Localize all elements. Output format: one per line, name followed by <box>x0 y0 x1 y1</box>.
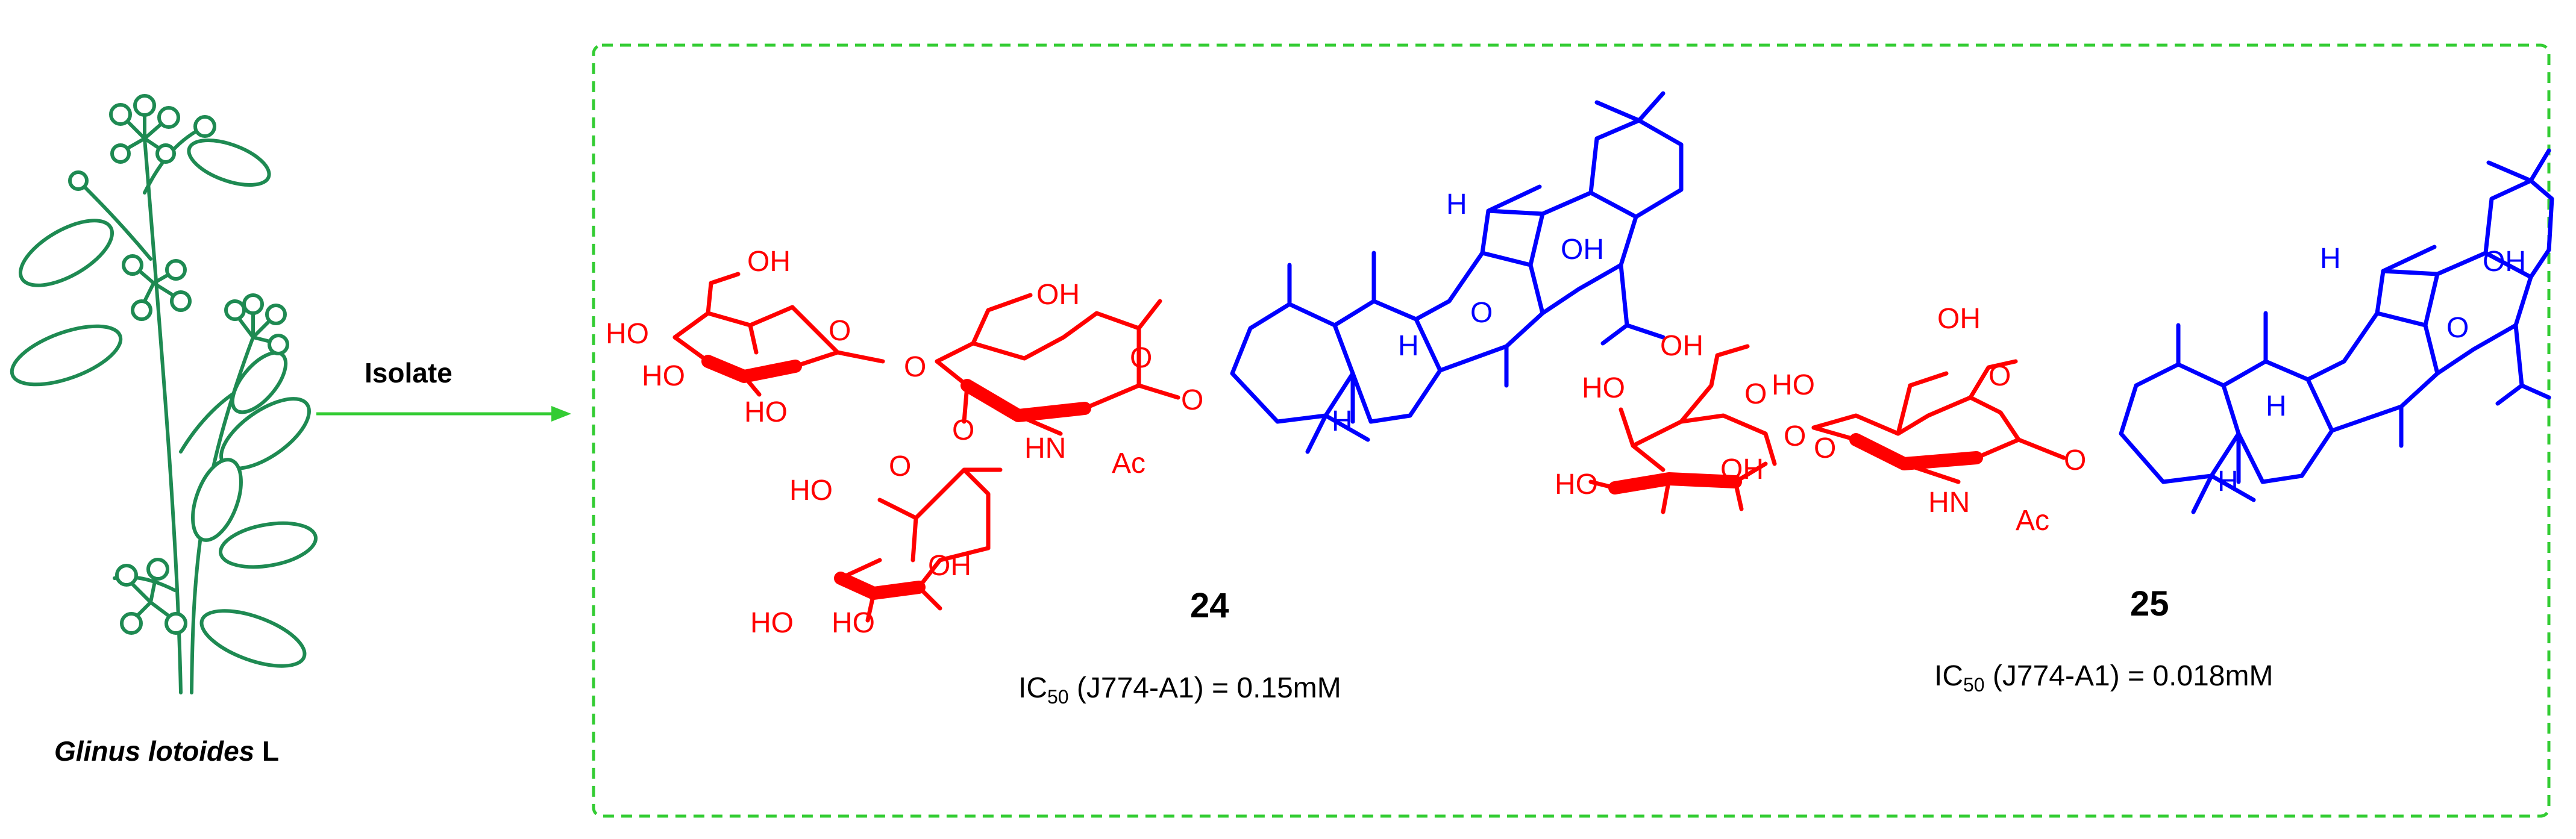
c24-ho6: HO <box>832 607 875 639</box>
c25-ic50-sub: 50 <box>1963 674 1985 696</box>
c25-ho3: HO <box>1772 369 1815 401</box>
compound-25-labels: OH OH HO O O HO OH HO O O HN Ac O H H H … <box>1555 243 2526 537</box>
c24-oh3: OH <box>928 550 971 582</box>
c25-h3: H <box>2217 466 2239 497</box>
c24-o5: O <box>952 414 974 446</box>
c24-ic50-rest: (J774-A1) = 0.15mM <box>1069 672 1341 704</box>
c24-o4: O <box>1181 384 1203 416</box>
c24-ho1: HO <box>606 318 649 350</box>
c24-ho5: HO <box>750 607 794 639</box>
c25-oh4: OH <box>2483 246 2526 278</box>
compound-24-structure <box>672 91 1684 623</box>
plant-illustration-icon <box>10 94 318 694</box>
c24-ho2: HO <box>642 360 685 392</box>
c25-ho2: HO <box>1555 469 1598 501</box>
c24-ho3: HO <box>744 396 788 428</box>
c24-ic50-prefix: IC <box>1018 672 1047 704</box>
c25-ic50-prefix: IC <box>1934 660 1963 692</box>
compound-24-labels: OH HO HO O HO O OH O O HN Ac O HO O OH H… <box>606 189 1604 639</box>
c25-ho1: HO <box>1582 372 1625 404</box>
c25-hn: HN <box>1928 487 1970 519</box>
c24-h2: H <box>1398 330 1419 362</box>
c24-ac: Ac <box>1112 448 1145 479</box>
c25-o2: O <box>1784 420 1806 452</box>
compound-box <box>592 43 2551 818</box>
c25-o3: O <box>1988 360 2011 392</box>
plant-name: Glinus lotoides L <box>54 735 279 767</box>
c24-o3: O <box>1130 342 1152 374</box>
c25-h1: H <box>2320 243 2341 275</box>
c25-ac: Ac <box>2016 505 2049 537</box>
c24-o6: O <box>889 451 911 482</box>
compound-25-ic50: IC50 (J774-A1) = 0.018mM <box>1934 660 2273 696</box>
c24-h1: H <box>1446 189 1467 220</box>
compound-24-number: 24 <box>1190 586 1229 625</box>
c25-o6: O <box>2446 312 2469 344</box>
c25-ic50-rest: (J774-A1) = 0.018mM <box>1985 660 2274 692</box>
c24-h3: H <box>1332 405 1353 437</box>
c25-h2: H <box>2266 390 2287 422</box>
isolate-arrow <box>316 406 571 422</box>
c25-oh1: OH <box>1660 330 1703 362</box>
c24-o2: O <box>904 351 926 383</box>
c25-o4: O <box>2064 444 2086 476</box>
c25-o5: O <box>1814 432 1836 464</box>
c24-ic50-sub: 50 <box>1047 686 1069 708</box>
c25-oh3: OH <box>1720 454 1764 485</box>
plant-name-suffix: L <box>254 735 279 767</box>
plant-name-italic: Glinus lotoides <box>54 735 254 767</box>
c24-oh2: OH <box>1036 279 1080 311</box>
isolate-label: Isolate <box>365 357 453 388</box>
c24-oh1: OH <box>747 246 791 278</box>
c25-o1: O <box>1744 378 1767 410</box>
compound-25-number: 25 <box>2130 584 2169 623</box>
compound-25-structure <box>1588 148 2554 514</box>
c24-hn: HN <box>1024 432 1066 464</box>
c24-o7: O <box>1470 297 1493 329</box>
c24-ho4: HO <box>789 475 833 507</box>
c24-o1: O <box>829 315 851 347</box>
c25-oh2: OH <box>1937 303 1981 335</box>
compound-24-ic50: IC50 (J774-A1) = 0.15mM <box>1018 672 1341 708</box>
c24-oh4: OH <box>1561 234 1604 266</box>
